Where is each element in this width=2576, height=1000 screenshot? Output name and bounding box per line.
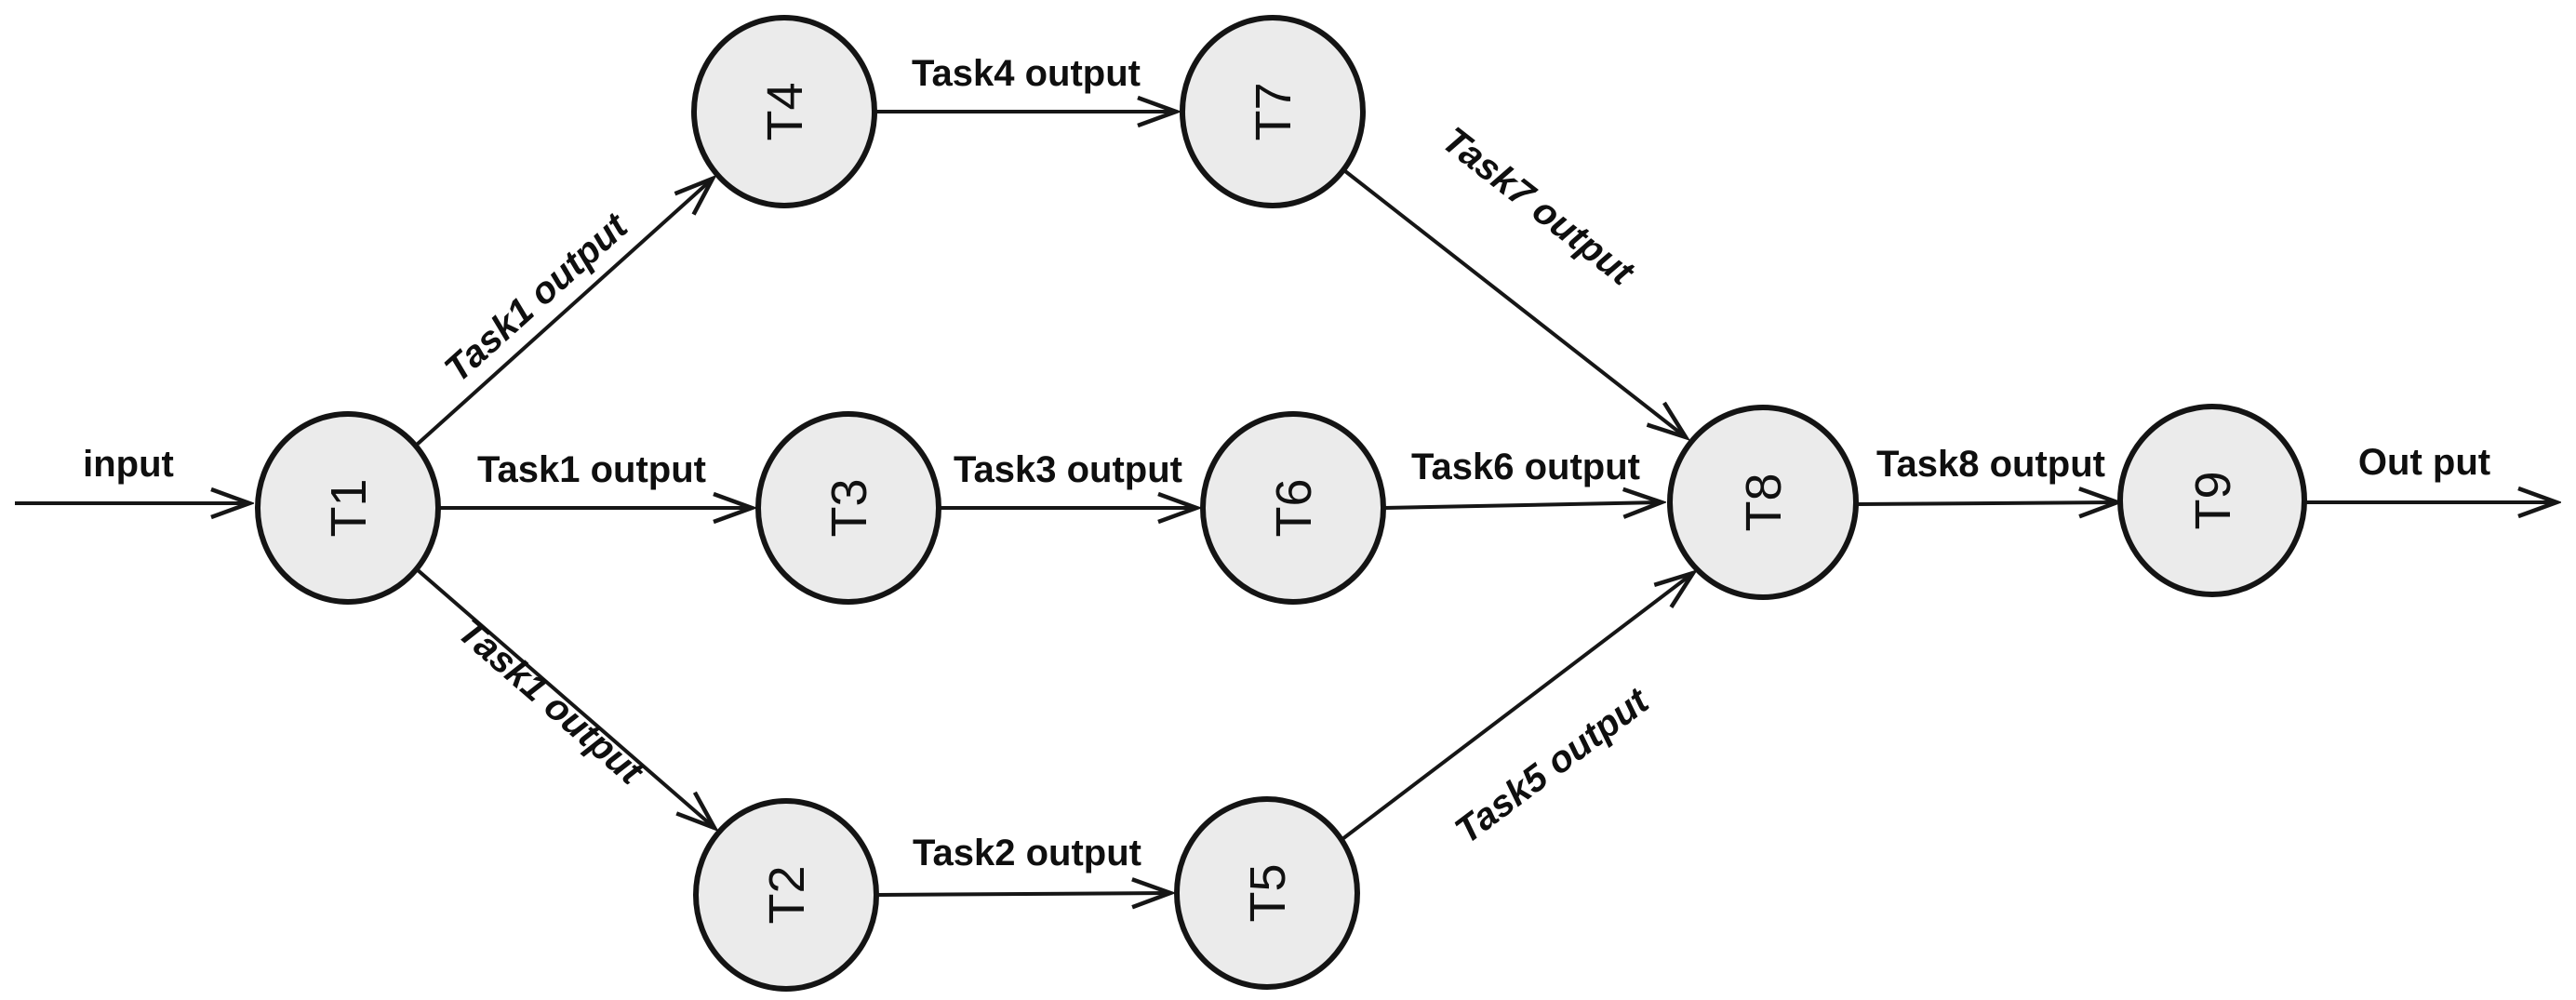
edge-label-task5-output: Task5 output: [1448, 680, 1657, 852]
edge-t2-t5: [876, 893, 1170, 895]
node-t8-circle: [1667, 405, 1859, 600]
node-t2: T2: [693, 798, 879, 992]
node-t4: T4: [691, 15, 877, 208]
node-t6: T6: [1200, 411, 1386, 605]
edge-t7-t8: [1343, 169, 1686, 437]
edge-t5-t8: [1341, 573, 1693, 841]
edge-t8-t9: [1857, 502, 2117, 504]
node-t3-label: T3: [821, 478, 877, 537]
node-t8: T8: [1667, 405, 1859, 600]
edge-label-task2-output: Task2 output: [913, 833, 1141, 873]
edge-label-task4-output: Task4 output: [912, 53, 1141, 94]
node-t8-label: T8: [1736, 473, 1792, 531]
node-t1-label: T1: [321, 478, 377, 537]
node-t5-label: T5: [1240, 863, 1296, 922]
edge-t1-t2: [415, 567, 714, 828]
edge-t6-t8: [1383, 502, 1662, 508]
node-t3-circle: [755, 411, 941, 605]
node-t5-circle: [1174, 796, 1360, 990]
edge-label-task1-output-down: Task1 output: [450, 610, 652, 793]
edge-label-out-put: Out put: [2358, 442, 2490, 483]
node-t9-circle: [2117, 404, 2307, 597]
node-t2-circle: [693, 798, 879, 992]
edge-label-task1-output-up: Task1 output: [437, 205, 637, 390]
edge-label-task7-output: Task7 output: [1435, 119, 1642, 294]
node-t1-circle: [255, 411, 441, 605]
node-t6-circle: [1200, 411, 1386, 605]
node-t5: T5: [1174, 796, 1360, 990]
node-t6-label: T6: [1266, 478, 1322, 537]
edge-label-input: input: [83, 444, 174, 485]
node-t9-label: T9: [2185, 471, 2241, 529]
node-t7-circle: [1180, 15, 1366, 208]
edge-label-task8-output: Task8 output: [1876, 444, 2105, 485]
node-t4-label: T4: [757, 82, 813, 140]
node-t1: T1: [255, 411, 441, 605]
node-t7: T7: [1180, 15, 1366, 208]
node-t3: T3: [755, 411, 941, 605]
node-t7-label: T7: [1246, 82, 1301, 140]
edge-label-task3-output: Task3 output: [954, 449, 1182, 490]
node-t4-circle: [691, 15, 877, 208]
node-t9: T9: [2117, 404, 2307, 597]
node-t2-label: T2: [759, 865, 815, 924]
nodes-layer: T1 T2 T3 T4 T5 T6 T7 T8: [255, 15, 2307, 992]
edge-t1-t4: [415, 179, 713, 447]
edge-label-task6-output: Task6 output: [1411, 447, 1640, 487]
edge-label-task1-output-mid: Task1 output: [477, 449, 706, 490]
